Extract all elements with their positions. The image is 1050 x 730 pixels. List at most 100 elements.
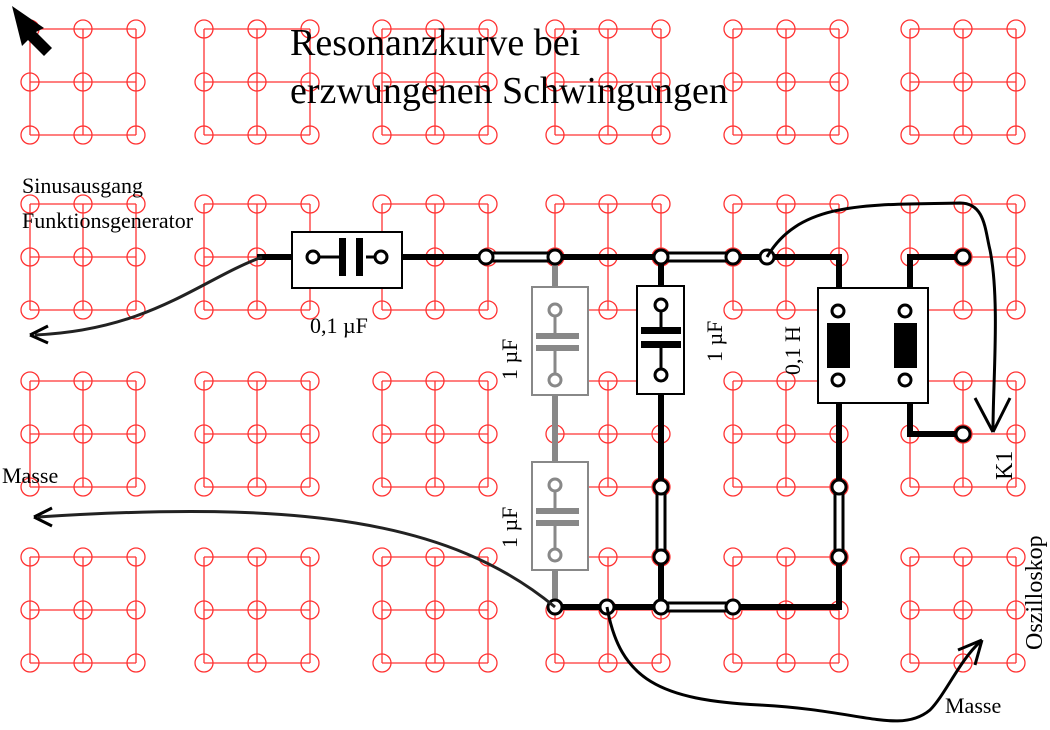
- breadboard-hole: [478, 477, 498, 497]
- breadboard-hole: [20, 424, 40, 444]
- breadboard-hole: [73, 194, 93, 214]
- breadboard-hole: [478, 371, 498, 391]
- breadboard-hole: [545, 19, 565, 39]
- breadboard-hole: [776, 424, 796, 444]
- breadboard-hole: [194, 300, 214, 320]
- breadboard-hole: [723, 547, 743, 567]
- breadboard-hole: [478, 424, 498, 444]
- breadboard-hole: [20, 125, 40, 145]
- breadboard-hole: [478, 547, 498, 567]
- breadboard-hole: [20, 477, 40, 497]
- breadboard-hole: [829, 125, 849, 145]
- breadboard-hole: [300, 477, 320, 497]
- breadboard-hole: [1006, 477, 1026, 497]
- breadboard-hole: [776, 371, 796, 391]
- generator-label-2: Funktionsgenerator: [22, 208, 194, 233]
- breadboard-hole: [651, 194, 671, 214]
- breadboard-hole: [651, 125, 671, 145]
- generator-label-1: Sinusausgang: [22, 173, 143, 198]
- pointer-arrow-icon: [12, 6, 52, 56]
- breadboard-hole: [1006, 653, 1026, 673]
- breadboard-hole: [829, 194, 849, 214]
- breadboard-hole: [372, 424, 392, 444]
- breadboard-hole: [776, 547, 796, 567]
- breadboard-hole: [73, 19, 93, 39]
- arrow-icon: [29, 324, 49, 345]
- breadboard-hole: [372, 125, 392, 145]
- breadboard-hole: [247, 194, 267, 214]
- capacitor-1uF-black: [636, 285, 685, 395]
- breadboard-hole: [425, 653, 445, 673]
- breadboard-hole: [1006, 371, 1026, 391]
- breadboard-hole: [425, 371, 445, 391]
- breadboard-hole: [598, 19, 618, 39]
- breadboard-hole: [247, 72, 267, 92]
- breadboard-hole: [598, 125, 618, 145]
- breadboard-hole: [126, 653, 146, 673]
- breadboard-hole: [545, 653, 565, 673]
- breadboard-hole: [545, 194, 565, 214]
- wire-node: [724, 248, 742, 266]
- breadboard-hole: [20, 194, 40, 214]
- wire-node: [652, 598, 670, 616]
- breadboard-hole: [372, 19, 392, 39]
- breadboard-hole: [478, 653, 498, 673]
- breadboard-hole: [20, 247, 40, 267]
- arrow-icon: [973, 397, 1012, 433]
- breadboard-hole: [723, 125, 743, 145]
- capacitor-0-1uF: [291, 231, 403, 289]
- breadboard-hole: [194, 653, 214, 673]
- breadboard-hole: [723, 194, 743, 214]
- wire-node: [724, 598, 742, 616]
- k1-probe-cable: [765, 201, 997, 431]
- breadboard-hole: [900, 72, 920, 92]
- breadboard-hole: [372, 600, 392, 620]
- breadboard-hole: [900, 19, 920, 39]
- breadboard-hole: [20, 600, 40, 620]
- breadboard-hole: [194, 424, 214, 444]
- breadboard-hole: [20, 371, 40, 391]
- breadboard-hole: [545, 72, 565, 92]
- breadboard-hole: [194, 371, 214, 391]
- breadboard-hole: [953, 125, 973, 145]
- breadboard-hole: [73, 477, 93, 497]
- breadboard-hole: [73, 600, 93, 620]
- breadboard-hole: [425, 600, 445, 620]
- cables: [29, 201, 1012, 723]
- breadboard-hole: [425, 300, 445, 320]
- breadboard-hole: [1006, 72, 1026, 92]
- breadboard-hole: [300, 19, 320, 39]
- breadboard-hole: [300, 653, 320, 673]
- breadboard-hole: [598, 194, 618, 214]
- breadboard-hole: [900, 653, 920, 673]
- breadboard-hole: [300, 125, 320, 145]
- breadboard-hole: [73, 547, 93, 567]
- breadboard-hole: [247, 371, 267, 391]
- breadboard-hole: [776, 19, 796, 39]
- breadboard-hole: [300, 600, 320, 620]
- generator-cable: [34, 255, 263, 337]
- breadboard-hole: [598, 371, 618, 391]
- breadboard-hole: [1006, 424, 1026, 444]
- breadboard-hole: [194, 72, 214, 92]
- breadboard-hole: [598, 424, 618, 444]
- breadboard-hole: [20, 653, 40, 673]
- breadboard-hole: [126, 547, 146, 567]
- breadboard-hole: [300, 300, 320, 320]
- inductor-0-1H: [817, 287, 929, 404]
- title-line-1: Resonanzkurve bei: [290, 22, 580, 64]
- inductor-label: 0,1 H: [780, 326, 805, 375]
- capacitor-label-1uF-b: 1 µF: [497, 507, 522, 548]
- capacitor-label-1uF-a: 1 µF: [497, 339, 522, 380]
- breadboard-hole: [651, 653, 671, 673]
- breadboard-hole: [953, 653, 973, 673]
- breadboard-hole: [425, 125, 445, 145]
- breadboard-hole: [723, 653, 743, 673]
- breadboard-hole: [478, 125, 498, 145]
- breadboard-hole: [126, 477, 146, 497]
- breadboard-hole: [425, 547, 445, 567]
- breadboard-hole: [247, 547, 267, 567]
- breadboard-hole: [372, 371, 392, 391]
- breadboard-hole: [425, 194, 445, 214]
